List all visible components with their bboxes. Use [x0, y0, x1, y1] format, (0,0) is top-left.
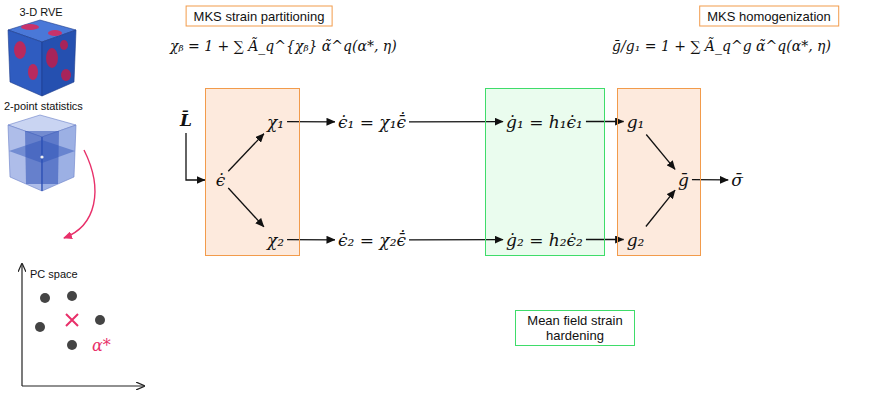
flow-arrow [228, 188, 264, 227]
label-text: 2-point statistics [4, 100, 83, 112]
axis-label: PC space [30, 268, 78, 280]
section-label: MKS homogenization [699, 6, 839, 27]
equation: ϵ̇₁ = χ₁ϵ̄̇ [338, 112, 406, 132]
input-symbol: L̄ [180, 110, 192, 130]
math-term: χ₂ [267, 230, 284, 250]
node-text: ġ₂ = h₂ϵ̇₂ [506, 230, 583, 250]
formula: ḡ/g₁ = 1 + ∑ Ã_q^g α̃^q(α*, η) [612, 38, 831, 54]
point-label: α* [92, 336, 111, 355]
flow-arrow [228, 134, 264, 172]
label-text: χᵦ = 1 + ∑ Ã_q^{χᵦ} α̃^q(α*, η) [170, 38, 397, 54]
flow-arrow [409, 121, 503, 123]
node-text: χ₁ [267, 112, 284, 132]
node-text: MKS homogenization [707, 9, 831, 24]
math-term: χ₁ [267, 112, 284, 132]
flow-arrow [287, 239, 335, 241]
figure-label: 3-D RVE [19, 6, 62, 18]
node-text: ḡ [678, 170, 689, 190]
projection-arrow [64, 150, 95, 238]
math-term: g₂ [627, 230, 645, 250]
flow-arrow [646, 190, 675, 226]
node-text: g₁ [627, 112, 645, 132]
figure-label: 2-point statistics [4, 100, 83, 112]
math-term: g₁ [627, 112, 645, 132]
label-text: ḡ/g₁ = 1 + ∑ Ã_q^g α̃^q(α*, η) [612, 38, 831, 54]
equation: ġ₂ = h₂ϵ̇₂ [506, 230, 583, 250]
statistics-cube [8, 115, 76, 191]
node-text: ġ₁ = h₁ϵ̇₁ [506, 112, 583, 132]
math-term: ḡ [678, 170, 689, 190]
flow-arrow [287, 121, 335, 123]
node-text: L̄ [180, 110, 192, 130]
node-text: χ₂ [267, 230, 284, 250]
flow-arrow [692, 179, 728, 181]
hardening-box: ġ₁ = h₁ϵ̇₁ ġ₂ = h₂ϵ̇₂ [485, 88, 605, 256]
node-text: σ̄ [731, 170, 743, 190]
rve-cube [8, 20, 76, 96]
equation: ϵ̇₂ = χ₂ϵ̄̇ [338, 230, 406, 250]
section-label: MKS strain partitioning [186, 6, 333, 27]
node-text: MKS strain partitioning [194, 9, 325, 24]
box-fill [617, 88, 701, 256]
node-text: g₂ [627, 230, 645, 250]
node-text: ϵ̇₁ = χ₁ϵ̄̇ [338, 112, 406, 132]
box-fill [485, 88, 605, 256]
legend-box: Mean field strain hardening [515, 310, 635, 346]
label-text: α* [92, 336, 111, 355]
label-text: PC space [30, 268, 78, 280]
box-fill [205, 88, 300, 256]
node-text: ϵ̇ [216, 170, 226, 190]
node-text: ϵ̇₂ = χ₂ϵ̄̇ [338, 230, 406, 250]
flow-arrow [409, 239, 503, 241]
math-term: ϵ̇ [216, 170, 226, 190]
partition-box: ϵ̇ χ₁ χ₂ [205, 88, 300, 256]
node-text: Mean field strain hardening [523, 313, 627, 343]
flow-arrow [186, 133, 205, 180]
label-text: 3-D RVE [19, 6, 62, 18]
box-fills [205, 88, 701, 256]
flow-arrow [646, 135, 675, 170]
homogenization-box: g₁ g₂ ḡ [617, 88, 701, 256]
equation: ġ₁ = h₁ϵ̇₁ [506, 112, 583, 132]
output-symbol: σ̄ [731, 170, 743, 190]
pc-axes [22, 264, 144, 386]
formula: χᵦ = 1 + ∑ Ã_q^{χᵦ} α̃^q(α*, η) [170, 38, 397, 54]
